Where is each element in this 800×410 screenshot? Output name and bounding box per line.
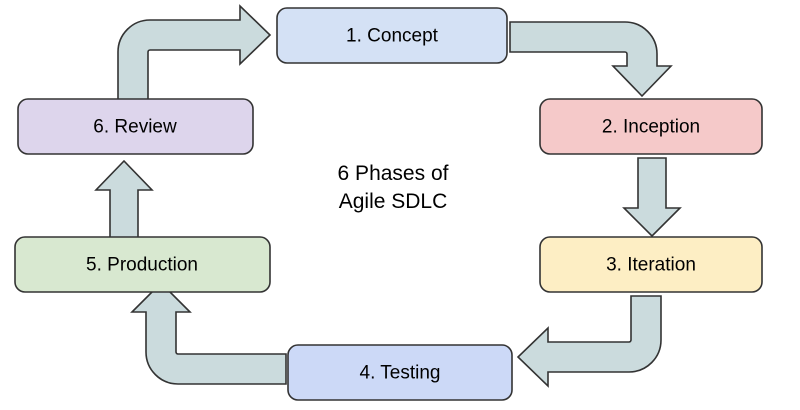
phase-box-iteration-shape [539,236,763,293]
phase-box-inception[interactable]: 2. Inception [539,98,763,155]
phase-box-iteration[interactable]: 3. Iteration [539,236,763,293]
center-title-line-2: Agile SDLC [339,190,448,213]
phase-box-concept-shape [276,7,508,64]
phase-box-testing[interactable]: 4. Testing [287,344,513,401]
phase-label-iteration: 3. Iteration [606,255,696,276]
arrow-review-to-concept-icon [117,4,272,101]
phase-box-review[interactable]: 6. Review [17,98,254,155]
connector-concept-to-inception [509,21,673,98]
phase-label-production: 5. Production [86,255,198,276]
phase-box-concept[interactable]: 1. Concept [276,7,508,64]
phase-label-review: 6. Review [93,117,177,138]
arrow-concept-to-inception-icon [509,21,673,98]
connector-iteration-to-testing [516,295,662,388]
arrow-inception-to-iteration-icon [622,157,682,238]
phase-box-testing-shape [287,344,513,401]
phase-box-production[interactable]: 5. Production [14,236,271,293]
connector-testing-to-production [130,281,287,385]
center-title-line-1: 6 Phases of [338,162,449,185]
arrow-testing-to-production-icon [130,281,287,385]
connector-production-to-review [94,159,154,239]
connector-review-to-concept [117,4,272,101]
arrow-production-to-review-icon [94,159,154,239]
phase-label-testing: 4. Testing [360,363,441,384]
phase-label-concept: 1. Concept [346,26,439,47]
phase-box-inception-shape [539,98,763,155]
connector-inception-to-iteration [622,157,682,238]
diagram-center-title: 6 Phases of Agile SDLC [338,162,449,213]
phase-label-inception: 2. Inception [602,117,700,138]
arrow-iteration-to-testing-icon [516,295,662,388]
phase-box-review-shape [17,98,254,155]
phase-box-production-shape [14,236,271,293]
